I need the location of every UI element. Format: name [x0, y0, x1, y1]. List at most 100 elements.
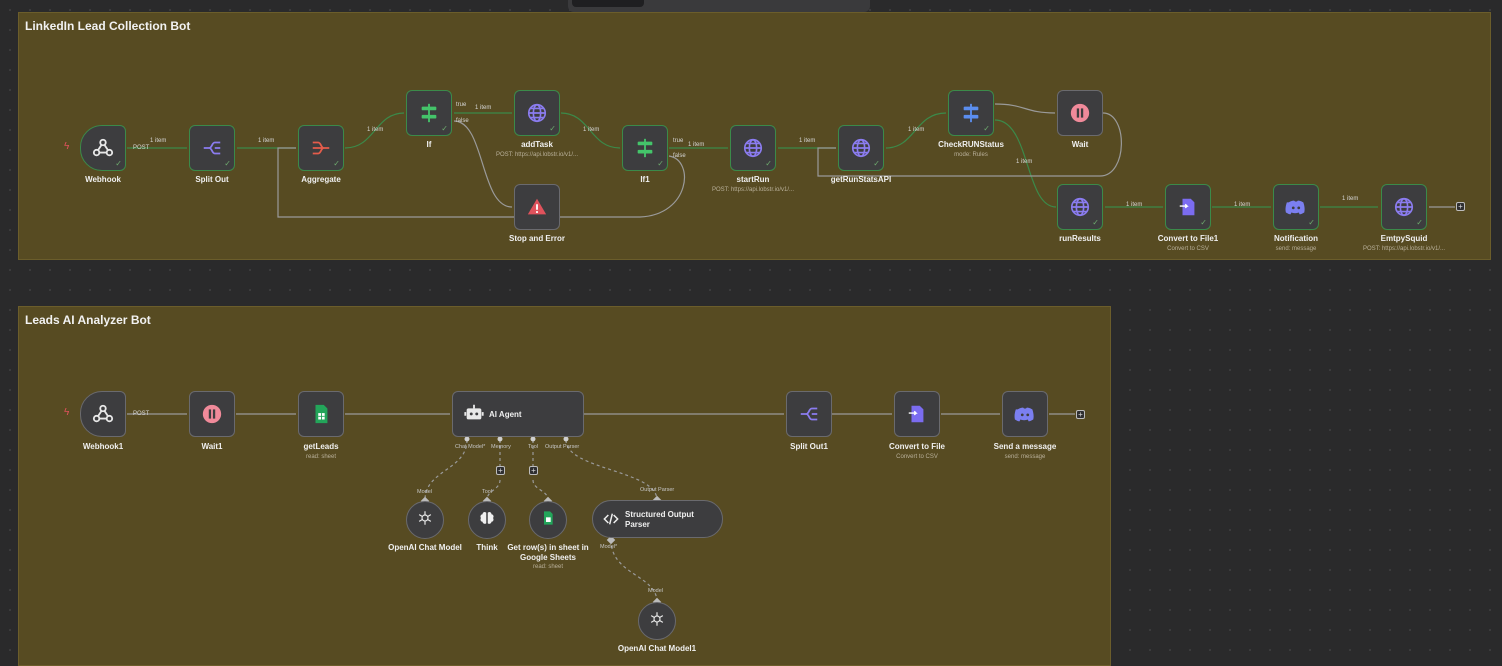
canvas-top-toolbar[interactable] [568, 0, 870, 12]
webhook-icon [89, 134, 117, 162]
node-get-rows-sheets[interactable] [529, 501, 567, 539]
add-memory-button[interactable]: + [496, 466, 505, 475]
node-aggregate[interactable]: ✓ [298, 125, 344, 171]
node-wait[interactable] [1057, 90, 1103, 136]
add-tool-button[interactable]: + [529, 466, 538, 475]
node-label: getRunStatsAPI [830, 175, 892, 184]
node-label: OpenAI Chat Model [388, 543, 462, 552]
success-check-icon: ✓ [765, 159, 772, 168]
node-label: Split Out1 [790, 442, 828, 451]
node-label: Wait1 [201, 442, 223, 451]
edge-label-false: false [456, 118, 469, 124]
globe-icon [1066, 193, 1094, 221]
node-if1[interactable]: ✓ [622, 125, 668, 171]
node-start-run[interactable]: ✓ [730, 125, 776, 171]
node-label: Webhook [85, 175, 121, 184]
node-label: Stop and Error [508, 234, 565, 243]
group-title: LinkedIn Lead Collection Bot [25, 19, 191, 33]
node-subtitle: read: sheet [532, 564, 564, 570]
edge-label-items: 1 item [475, 105, 492, 111]
node-notification[interactable]: ✓ [1273, 184, 1319, 230]
globe-icon [847, 134, 875, 162]
edge-label-items: 1 item [1016, 159, 1033, 165]
node-convert-file[interactable] [894, 391, 940, 437]
file-icon [903, 400, 931, 428]
success-check-icon: ✓ [1416, 218, 1423, 227]
edge-label-items: 1 item [688, 142, 705, 148]
success-check-icon: ✓ [873, 159, 880, 168]
node-send-message[interactable] [1002, 391, 1048, 437]
add-node-button[interactable]: + [1456, 202, 1465, 211]
globe-icon [1390, 193, 1418, 221]
node-check-run-status[interactable]: ✓ [948, 90, 994, 136]
trigger-bolt-icon: ϟ [64, 407, 70, 418]
toolbar-tab[interactable] [572, 0, 644, 7]
globe-icon [739, 134, 767, 162]
warning-icon [523, 193, 551, 221]
port-label: Model* [600, 544, 618, 550]
success-check-icon: ✓ [983, 124, 990, 133]
trigger-bolt-icon: ϟ [64, 141, 70, 152]
node-subtitle: send: message [1004, 454, 1046, 460]
sticky-group-analyzer[interactable]: Leads AI Analyzer Bot [18, 306, 1111, 666]
sheets-icon [307, 400, 335, 428]
node-label: Notification [1274, 234, 1318, 243]
node-split-out[interactable]: ✓ [189, 125, 235, 171]
node-webhook1[interactable] [80, 391, 126, 437]
edge-label-items: 1 item [1342, 196, 1359, 202]
success-check-icon: ✓ [1092, 218, 1099, 227]
if-icon [415, 99, 443, 127]
aggregate-icon [307, 134, 335, 162]
node-openai-chat-model[interactable] [406, 501, 444, 539]
node-subtitle: POST: https://api.lobstr.io/v1/... [495, 152, 579, 158]
node-ai-agent[interactable]: AI Agent [452, 391, 584, 437]
node-structured-output-parser[interactable]: Structured Output Parser [592, 500, 723, 538]
node-subtitle: read: sheet [305, 454, 337, 460]
node-label: Webhook1 [82, 442, 124, 451]
node-label: Structured Output Parser [625, 510, 694, 529]
node-get-leads[interactable] [298, 391, 344, 437]
brain-icon [478, 509, 496, 532]
pause-icon [198, 400, 226, 428]
add-node-button[interactable]: + [1076, 410, 1085, 419]
node-add-task[interactable]: ✓ [514, 90, 560, 136]
node-subtitle: send: message [1275, 246, 1317, 252]
node-label: OpenAI Chat Model1 [617, 644, 697, 653]
node-stop-error[interactable] [514, 184, 560, 230]
robot-icon [463, 402, 485, 429]
edge-label-post: POST [133, 411, 150, 417]
node-subtitle: mode: Rules [954, 152, 988, 158]
success-check-icon: ✓ [441, 124, 448, 133]
edge-label-false: false [673, 153, 686, 159]
port-label: Chat Model* [455, 444, 486, 450]
edge-label-true: true [456, 102, 467, 108]
node-openai-chat-model1[interactable] [638, 602, 676, 640]
port-label: Output Parser [640, 487, 675, 493]
edge-label-items: 1 item [258, 138, 275, 144]
node-subtitle: POST: https://api.lobstr.io/v1/... [1362, 246, 1446, 252]
switch-icon [957, 99, 985, 127]
port-label: Memory [491, 444, 511, 450]
node-label: Think [476, 543, 498, 552]
success-check-icon: ✓ [1200, 218, 1207, 227]
node-wait1[interactable] [189, 391, 235, 437]
edge-label-true: true [673, 138, 684, 144]
success-check-icon: ✓ [1308, 218, 1315, 227]
port-label: Tool [528, 444, 539, 450]
node-empty-squid[interactable]: ✓ [1381, 184, 1427, 230]
node-if[interactable]: ✓ [406, 90, 452, 136]
webhook-icon [89, 400, 117, 428]
node-get-run-stats[interactable]: ✓ [838, 125, 884, 171]
node-think[interactable] [468, 501, 506, 539]
node-convert-file1[interactable]: ✓ [1165, 184, 1211, 230]
node-run-results[interactable]: ✓ [1057, 184, 1103, 230]
split-icon [198, 134, 226, 162]
node-webhook[interactable]: ✓ [80, 125, 126, 171]
globe-icon [523, 99, 551, 127]
node-split-out1[interactable] [786, 391, 832, 437]
success-check-icon: ✓ [657, 159, 664, 168]
node-label: Convert to File1 [1157, 234, 1219, 243]
edge-label-post: POST [133, 145, 150, 151]
node-subtitle: Convert to CSV [896, 454, 938, 460]
node-label: addTask [521, 140, 553, 149]
